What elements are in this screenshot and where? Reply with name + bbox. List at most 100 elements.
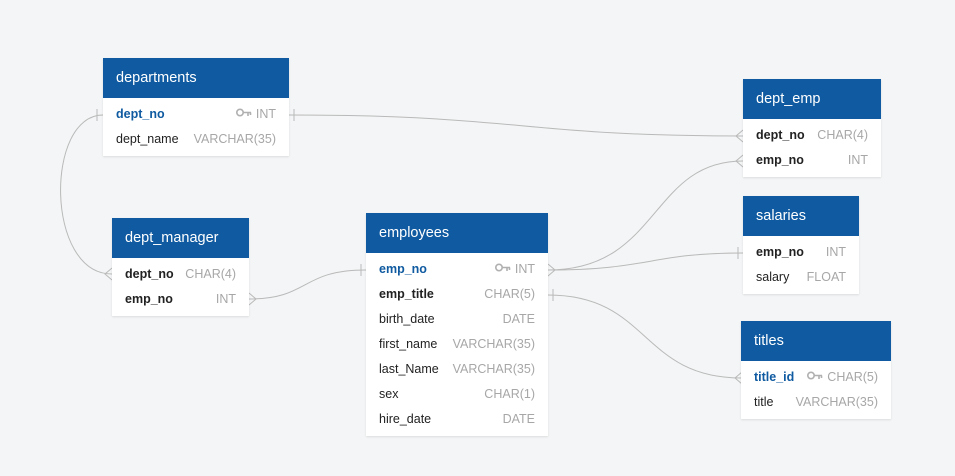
column-type-label: VARCHAR(35): [795, 395, 878, 409]
column-name: dept_no: [125, 267, 174, 281]
column-row[interactable]: hire_date DATE: [366, 407, 548, 432]
column-type: INT: [848, 148, 868, 173]
column-type-label: INT: [847, 153, 868, 167]
connector-employees-dept-emp: [547, 160, 744, 271]
column-type-label: CHAR(1): [484, 387, 535, 401]
column-name: emp_title: [379, 287, 434, 301]
column-type: CHAR(4): [185, 262, 236, 287]
column-type-label: DATE: [502, 312, 535, 326]
column-name: hire_date: [379, 412, 432, 426]
table-title[interactable]: employees: [366, 213, 548, 253]
column-name: dept_no: [756, 128, 805, 142]
table-columns: title_id CHAR(5) title VARCHAR(35): [741, 361, 891, 419]
column-row[interactable]: emp_no INT: [366, 257, 548, 282]
column-name: first_name: [379, 337, 438, 351]
column-type-label: INT: [514, 262, 535, 276]
table-title[interactable]: titles: [741, 321, 891, 361]
table-columns: dept_no CHAR(4) emp_no INT: [743, 119, 881, 177]
column-type-label: CHAR(5): [484, 287, 535, 301]
column-row[interactable]: dept_name VARCHAR(35): [103, 127, 289, 152]
table-titles[interactable]: titles title_id CHAR(5) title VARCHAR(35): [741, 321, 891, 419]
column-type: VARCHAR(35): [194, 127, 276, 152]
column-name: emp_no: [756, 245, 804, 259]
column-type-label: VARCHAR(35): [452, 337, 535, 351]
table-title[interactable]: departments: [103, 58, 289, 98]
many-marker: [547, 263, 556, 277]
column-type: VARCHAR(35): [796, 390, 878, 415]
column-name: title: [754, 395, 774, 409]
column-row[interactable]: title VARCHAR(35): [741, 390, 891, 415]
table-columns: dept_no CHAR(4) emp_no INT: [112, 258, 249, 316]
column-row[interactable]: birth_date DATE: [366, 307, 548, 332]
column-row[interactable]: dept_no INT: [103, 102, 289, 127]
column-row[interactable]: dept_no CHAR(4): [743, 123, 881, 148]
many-marker: [734, 371, 743, 385]
column-row[interactable]: sex CHAR(1): [366, 382, 548, 407]
many-marker: [248, 292, 257, 306]
column-row[interactable]: first_name VARCHAR(35): [366, 332, 548, 357]
column-name: emp_no: [379, 262, 427, 276]
column-name: salary: [756, 270, 790, 284]
column-type-label: INT: [255, 107, 276, 121]
column-type: CHAR(5): [484, 282, 535, 307]
connector-departments-dept-emp: [288, 114, 744, 137]
column-type-label: DATE: [502, 412, 535, 426]
connector-employees-dept-manager: [248, 269, 367, 300]
column-row[interactable]: dept_no CHAR(4): [112, 262, 249, 287]
column-name: sex: [379, 387, 399, 401]
column-type-label: VARCHAR(35): [452, 362, 535, 376]
key-icon: [235, 101, 252, 126]
column-type-label: VARCHAR(35): [193, 132, 276, 146]
table-salaries[interactable]: salaries emp_no INT salary FLOAT: [743, 196, 859, 294]
column-row[interactable]: emp_title CHAR(5): [366, 282, 548, 307]
column-name: dept_no: [116, 107, 165, 121]
many-marker: [104, 267, 113, 281]
column-row[interactable]: title_id CHAR(5): [741, 365, 891, 390]
table-title[interactable]: dept_emp: [743, 79, 881, 119]
table-dept-emp[interactable]: dept_emp dept_no CHAR(4) emp_no INT: [743, 79, 881, 177]
column-type: VARCHAR(35): [453, 357, 535, 382]
column-type: CHAR(4): [817, 123, 868, 148]
table-employees[interactable]: employees emp_no INT emp_title CHAR(5) birth_…: [366, 213, 548, 436]
table-title[interactable]: salaries: [743, 196, 859, 236]
column-type: CHAR(5): [807, 365, 878, 390]
column-type-label: FLOAT: [806, 270, 846, 284]
key-icon: [494, 256, 511, 281]
table-dept-manager[interactable]: dept_manager dept_no CHAR(4) emp_no INT: [112, 218, 249, 316]
table-columns: emp_no INT salary FLOAT: [743, 236, 859, 294]
column-name: birth_date: [379, 312, 435, 326]
column-row[interactable]: salary FLOAT: [743, 265, 859, 290]
column-name: dept_name: [116, 132, 179, 146]
column-type-label: INT: [215, 292, 236, 306]
column-type: DATE: [503, 307, 535, 332]
column-type: INT: [494, 256, 535, 282]
column-row[interactable]: emp_no INT: [743, 148, 881, 173]
connector-departments-dept-manager: [60, 114, 113, 275]
key-icon: [807, 364, 823, 389]
column-name: emp_no: [125, 292, 173, 306]
table-columns: dept_no INT dept_name VARCHAR(35): [103, 98, 289, 156]
column-row[interactable]: emp_no INT: [743, 240, 859, 265]
column-type-label: CHAR(5): [827, 370, 878, 384]
table-departments[interactable]: departments dept_no INT dept_name VARCHAR(35…: [103, 58, 289, 156]
column-type: CHAR(1): [484, 382, 535, 407]
column-name: last_Name: [379, 362, 439, 376]
column-type: DATE: [503, 407, 535, 432]
table-title[interactable]: dept_manager: [112, 218, 249, 258]
column-name: title_id: [754, 370, 795, 384]
many-marker: [735, 154, 744, 168]
column-type: FLOAT: [807, 265, 846, 290]
column-type: INT: [826, 240, 846, 265]
column-row[interactable]: emp_no INT: [112, 287, 249, 312]
column-name: emp_no: [756, 153, 804, 167]
column-type: VARCHAR(35): [453, 332, 535, 357]
column-type-label: CHAR(4): [185, 267, 236, 281]
column-type-label: CHAR(4): [817, 128, 868, 142]
column-type: INT: [216, 287, 236, 312]
column-type-label: INT: [825, 245, 846, 259]
column-type: INT: [235, 101, 276, 127]
connector-titles-employees: [547, 294, 743, 379]
column-row[interactable]: last_Name VARCHAR(35): [366, 357, 548, 382]
